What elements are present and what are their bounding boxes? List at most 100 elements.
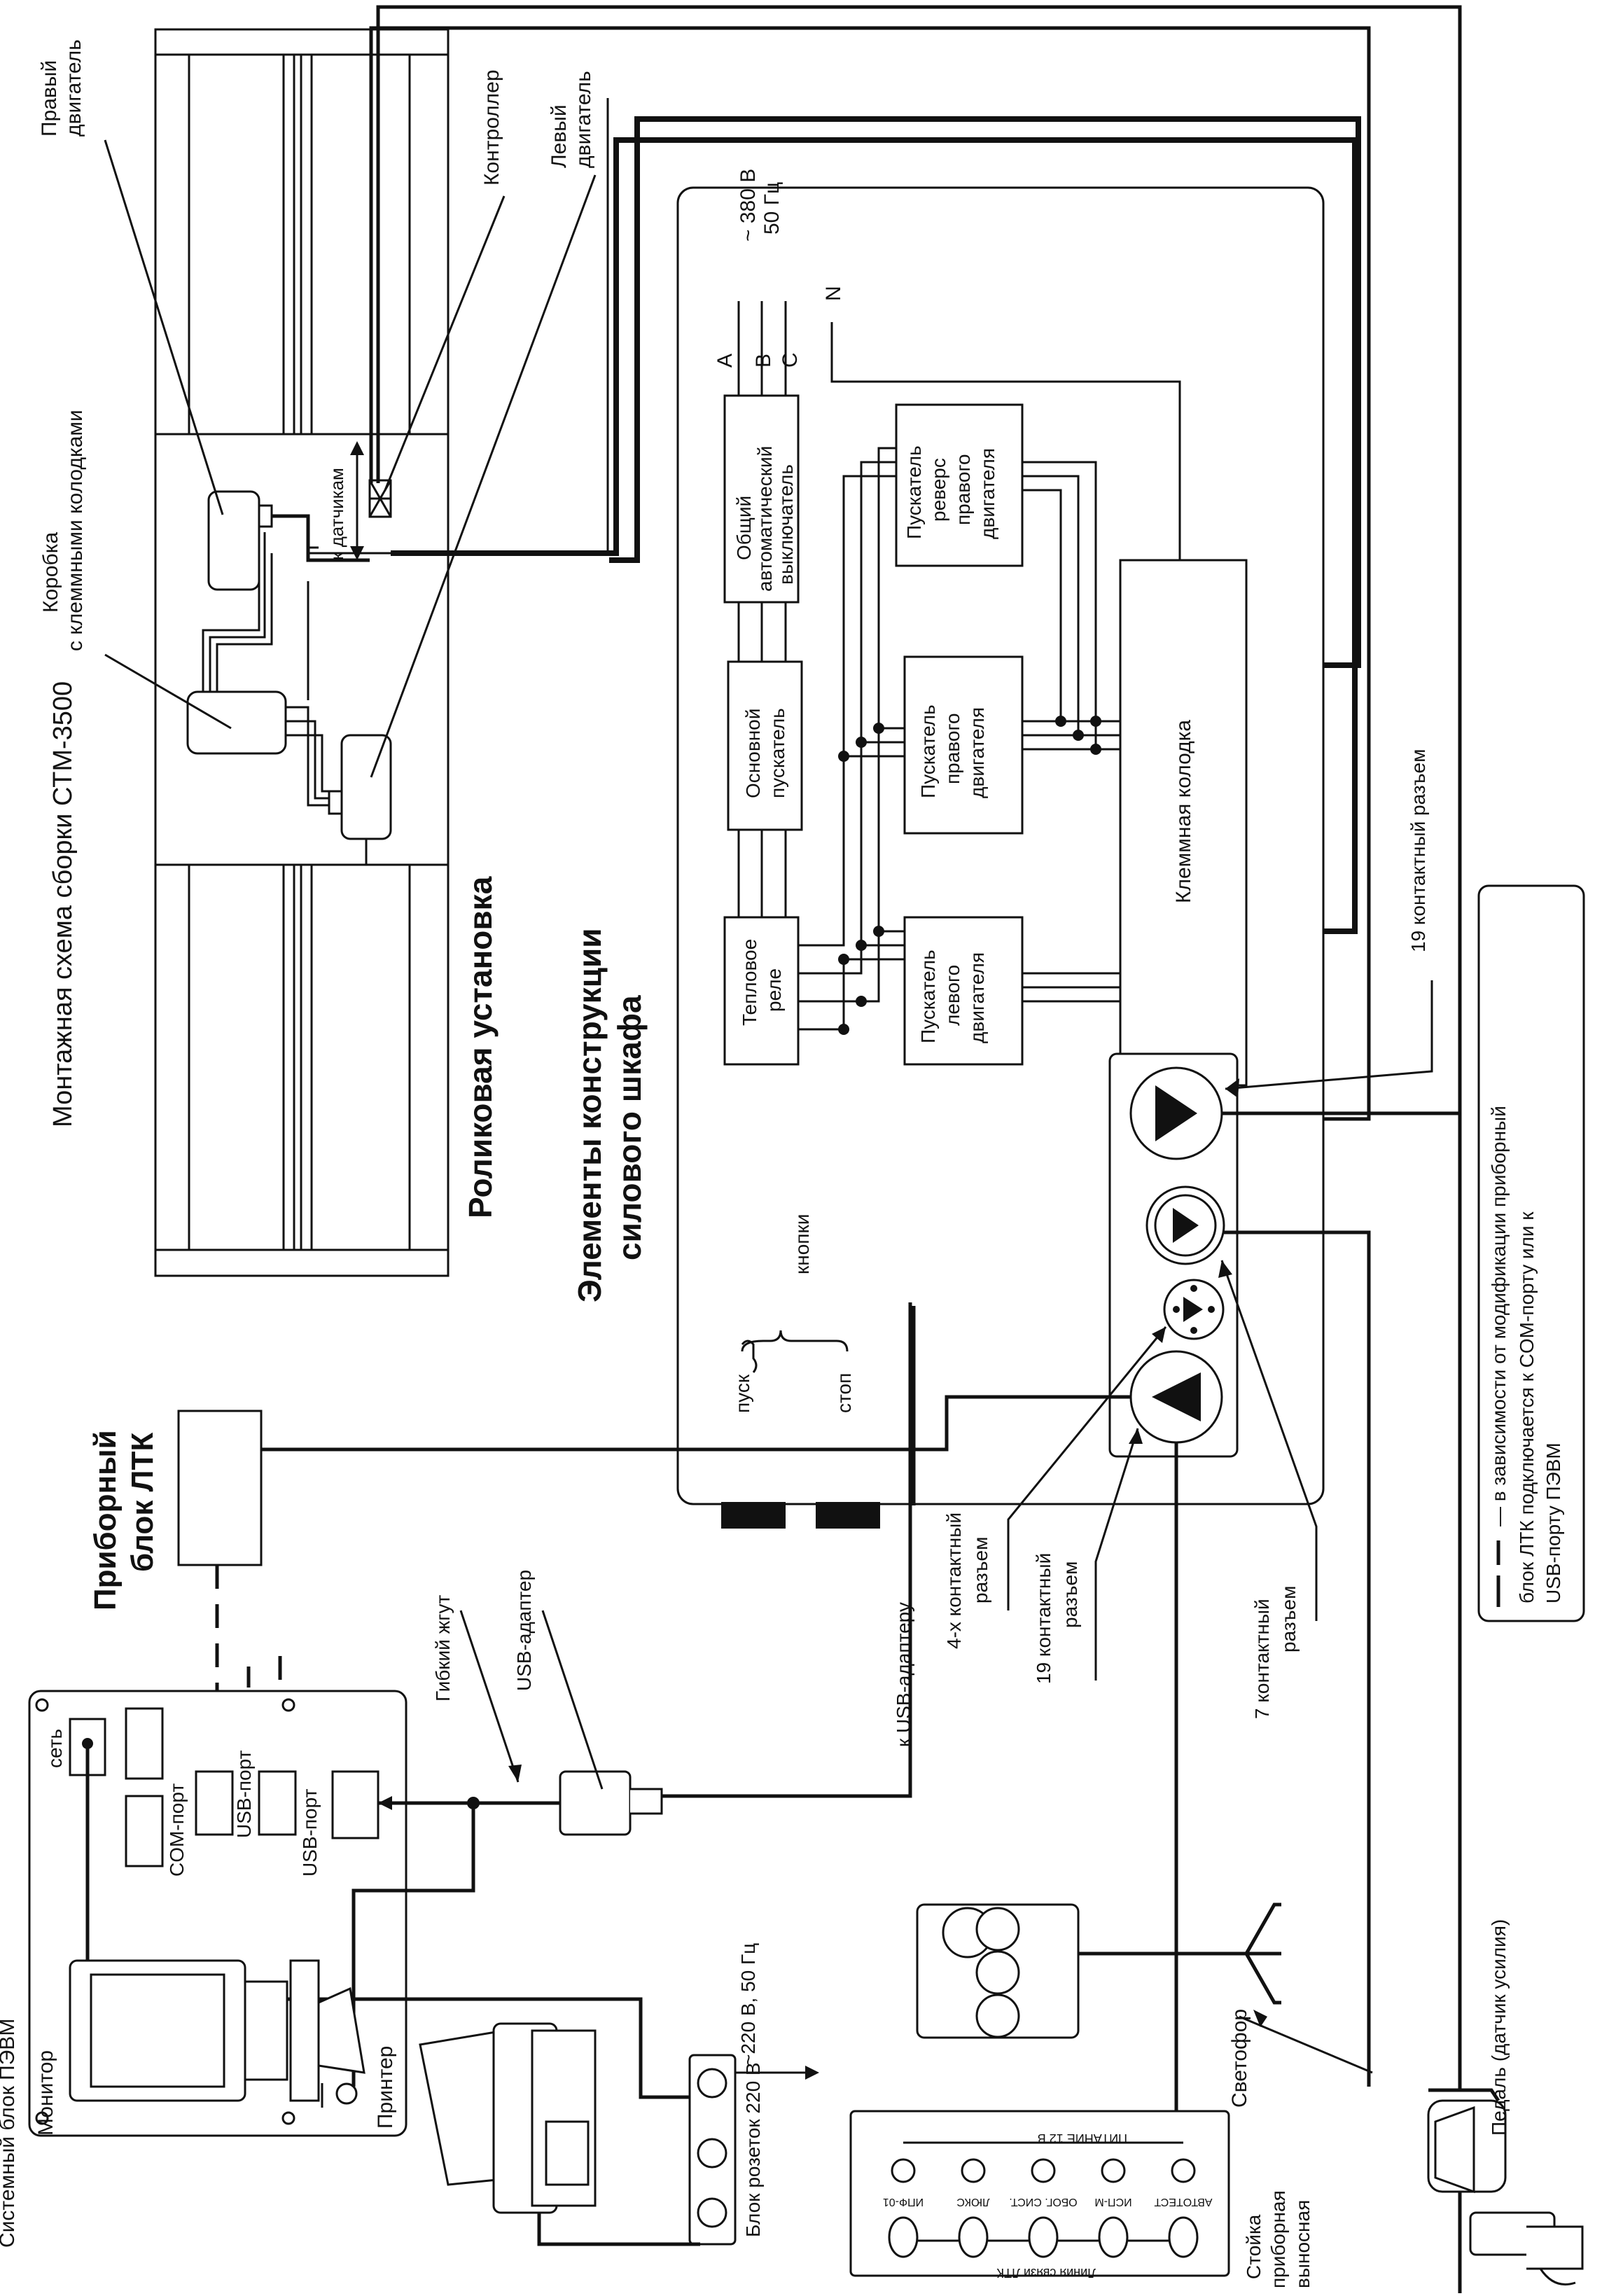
connector-4-label-2: разъем: [970, 1537, 991, 1603]
thermal-relay: [723, 916, 800, 1066]
reverse-contactor-label-4: двигателя: [977, 448, 998, 539]
right-motor-label: Правый: [38, 60, 61, 137]
panel-label-4: ИПФ-01: [883, 2196, 924, 2208]
supply-380-label: ~ 380 В: [737, 169, 760, 242]
stop-label: стоп: [833, 1373, 855, 1413]
terminal-block: [1119, 559, 1248, 1087]
connector-19-top: [1129, 1066, 1223, 1160]
mains-label: сеть: [44, 1729, 66, 1768]
socket-block-label: Блок розеток 220 В: [742, 2062, 764, 2237]
traffic-light-label: Светофор: [1228, 2009, 1251, 2108]
connector-7-label-1: 7 контактный: [1251, 1599, 1273, 1719]
reverse-contactor-label-2: реверс: [928, 458, 949, 522]
terminal-box-label-2: с клеммными колодками: [64, 410, 87, 651]
note-box: [1477, 884, 1585, 1622]
note-line-1: — в зависимости от модификации приборный: [1488, 1106, 1510, 1526]
traffic-lamp-0: [975, 1907, 1020, 1951]
thermal-relay-label-1: Тепловое: [739, 939, 760, 1026]
panel-label-3: ЛЮКС: [956, 2196, 989, 2208]
traffic-lamp-1: [975, 1950, 1020, 1995]
roller-unit-title: Роликовая установка: [462, 876, 499, 1218]
ltk-block: [177, 1410, 290, 1817]
left-motor-label: Левый: [548, 104, 571, 168]
left-contactor-label-2: левого: [942, 965, 963, 1026]
reverse-right-contactor: [895, 403, 1024, 567]
socket-block: [688, 2054, 819, 2246]
stand-label-2: приборная: [1267, 2190, 1289, 2288]
main-contactor-label-1: Основной: [742, 709, 764, 798]
cabinet-title-2: силового шкафа: [611, 995, 648, 1260]
stand-label-1: Стойка: [1243, 2214, 1265, 2279]
usb-adapter: [559, 1770, 632, 1836]
ltk-title-2: блок ЛТК: [125, 1433, 160, 1572]
reverse-contactor-label-3: правого: [952, 454, 974, 525]
terminal-box: [186, 690, 287, 755]
right-motor-label-2: двигатель: [62, 39, 85, 137]
neutral: N: [822, 286, 845, 301]
connector-7-label-2: разъем: [1278, 1586, 1300, 1653]
connector-19-top-label: 19 контактный разъем: [1407, 749, 1429, 952]
pedal-icon: [1427, 2088, 1584, 2293]
panel-labels: АВТОТЕСТ ИСП-М ОБОГ. СИСТ. ЛЮКС ИПФ-01: [883, 2196, 1213, 2208]
stand-mast: [1078, 1902, 1373, 2074]
terminal-box-label: Коробка: [39, 532, 62, 613]
connector-19-bottom: [1129, 1350, 1223, 1444]
breaker-label-2: автоматический: [754, 446, 776, 592]
phase-c: C: [779, 352, 802, 368]
main-contactor: [727, 660, 803, 831]
connector-7: [1145, 1185, 1225, 1265]
breaker-label-3: выключатель: [775, 464, 797, 585]
circuit-breaker: [723, 394, 800, 604]
traffic-light-lamps-visible: [975, 1907, 1020, 2038]
monitor-icon: [69, 1959, 365, 2102]
power-cabinet: [676, 186, 1325, 1529]
supply-380-label-2: 50 Гц: [760, 182, 783, 235]
to-sensors-label: к датчикам: [326, 468, 347, 560]
reverse-contactor-label-1: Пускатель: [903, 445, 925, 539]
panel-label-0: АВТОТЕСТ: [1154, 2196, 1212, 2208]
breaker-label-1: Общий: [733, 496, 755, 560]
connector-19-bottom-label-2: разъем: [1059, 1561, 1081, 1628]
panel-label-1: ИСП-М: [1094, 2196, 1131, 2208]
phase-b: B: [752, 354, 775, 368]
ltk-line-label: Линия связи ЛТК: [996, 2266, 1096, 2280]
right-motor: [207, 490, 260, 591]
ltk-title-1: Приборный: [88, 1430, 123, 1610]
traffic-lamp-2: [975, 1994, 1020, 2038]
left-contactor-label-3: двигателя: [966, 952, 988, 1043]
usb-harness: [351, 1302, 912, 2087]
monitor-label: Монитор: [34, 2050, 57, 2136]
pedal-label: Педаль (датчик усилия): [1488, 1919, 1510, 2136]
note-line-2: блок ЛТК подключается к COM-порту или к: [1516, 1211, 1538, 1603]
power-12v-label: ПИТАНИЕ 12 В: [1038, 2131, 1127, 2145]
right-contactor-label-1: Пускатель: [917, 704, 939, 798]
usb-port-2-label: USB-порт: [299, 1788, 321, 1877]
note-line-3: USB-порту ПЭВМ: [1542, 1442, 1564, 1603]
start-label: пуск: [732, 1374, 753, 1413]
phase-a: A: [713, 354, 737, 368]
printer-icon: [419, 2022, 700, 2246]
diagram-title: Монтажная схема сборки СТМ-3500: [48, 681, 78, 1127]
stand-label-3: выносная: [1292, 2200, 1314, 2288]
connector-4: [1163, 1279, 1225, 1340]
usb-adapter-label: USB-адаптер: [513, 1570, 535, 1691]
cabinet-title: Элементы конструкции: [571, 928, 608, 1302]
main-contactor-label-2: пускатель: [767, 708, 788, 798]
right-contactor-label-2: правого: [942, 713, 963, 784]
right-contactor: [903, 655, 1024, 835]
flex-harness-label: Гибкий жгут: [432, 1594, 454, 1702]
left-motor: [340, 734, 392, 840]
roller-unit: [104, 28, 597, 1277]
supply-220-label: ~220 В, 50 Гц: [737, 1943, 759, 2066]
thermal-relay-label-2: реле: [763, 968, 785, 1012]
com-port-label: COM-порт: [166, 1783, 188, 1877]
left-motor-label-2: двигатель: [572, 71, 595, 168]
panel-label-2: ОБОГ. СИСТ.: [1009, 2196, 1077, 2208]
usb-port-1-label: USB-порт: [233, 1750, 255, 1838]
system-unit-label: Системный блок ПЭВМ: [0, 2019, 19, 2248]
connector-19-bottom-label-1: 19 контактный: [1033, 1553, 1054, 1684]
connector-4-label-1: 4-х контактный: [943, 1512, 965, 1649]
buttons-label: кнопки: [791, 1214, 813, 1274]
left-contactor: [903, 916, 1024, 1066]
left-contactor-label-1: Пускатель: [917, 949, 939, 1043]
